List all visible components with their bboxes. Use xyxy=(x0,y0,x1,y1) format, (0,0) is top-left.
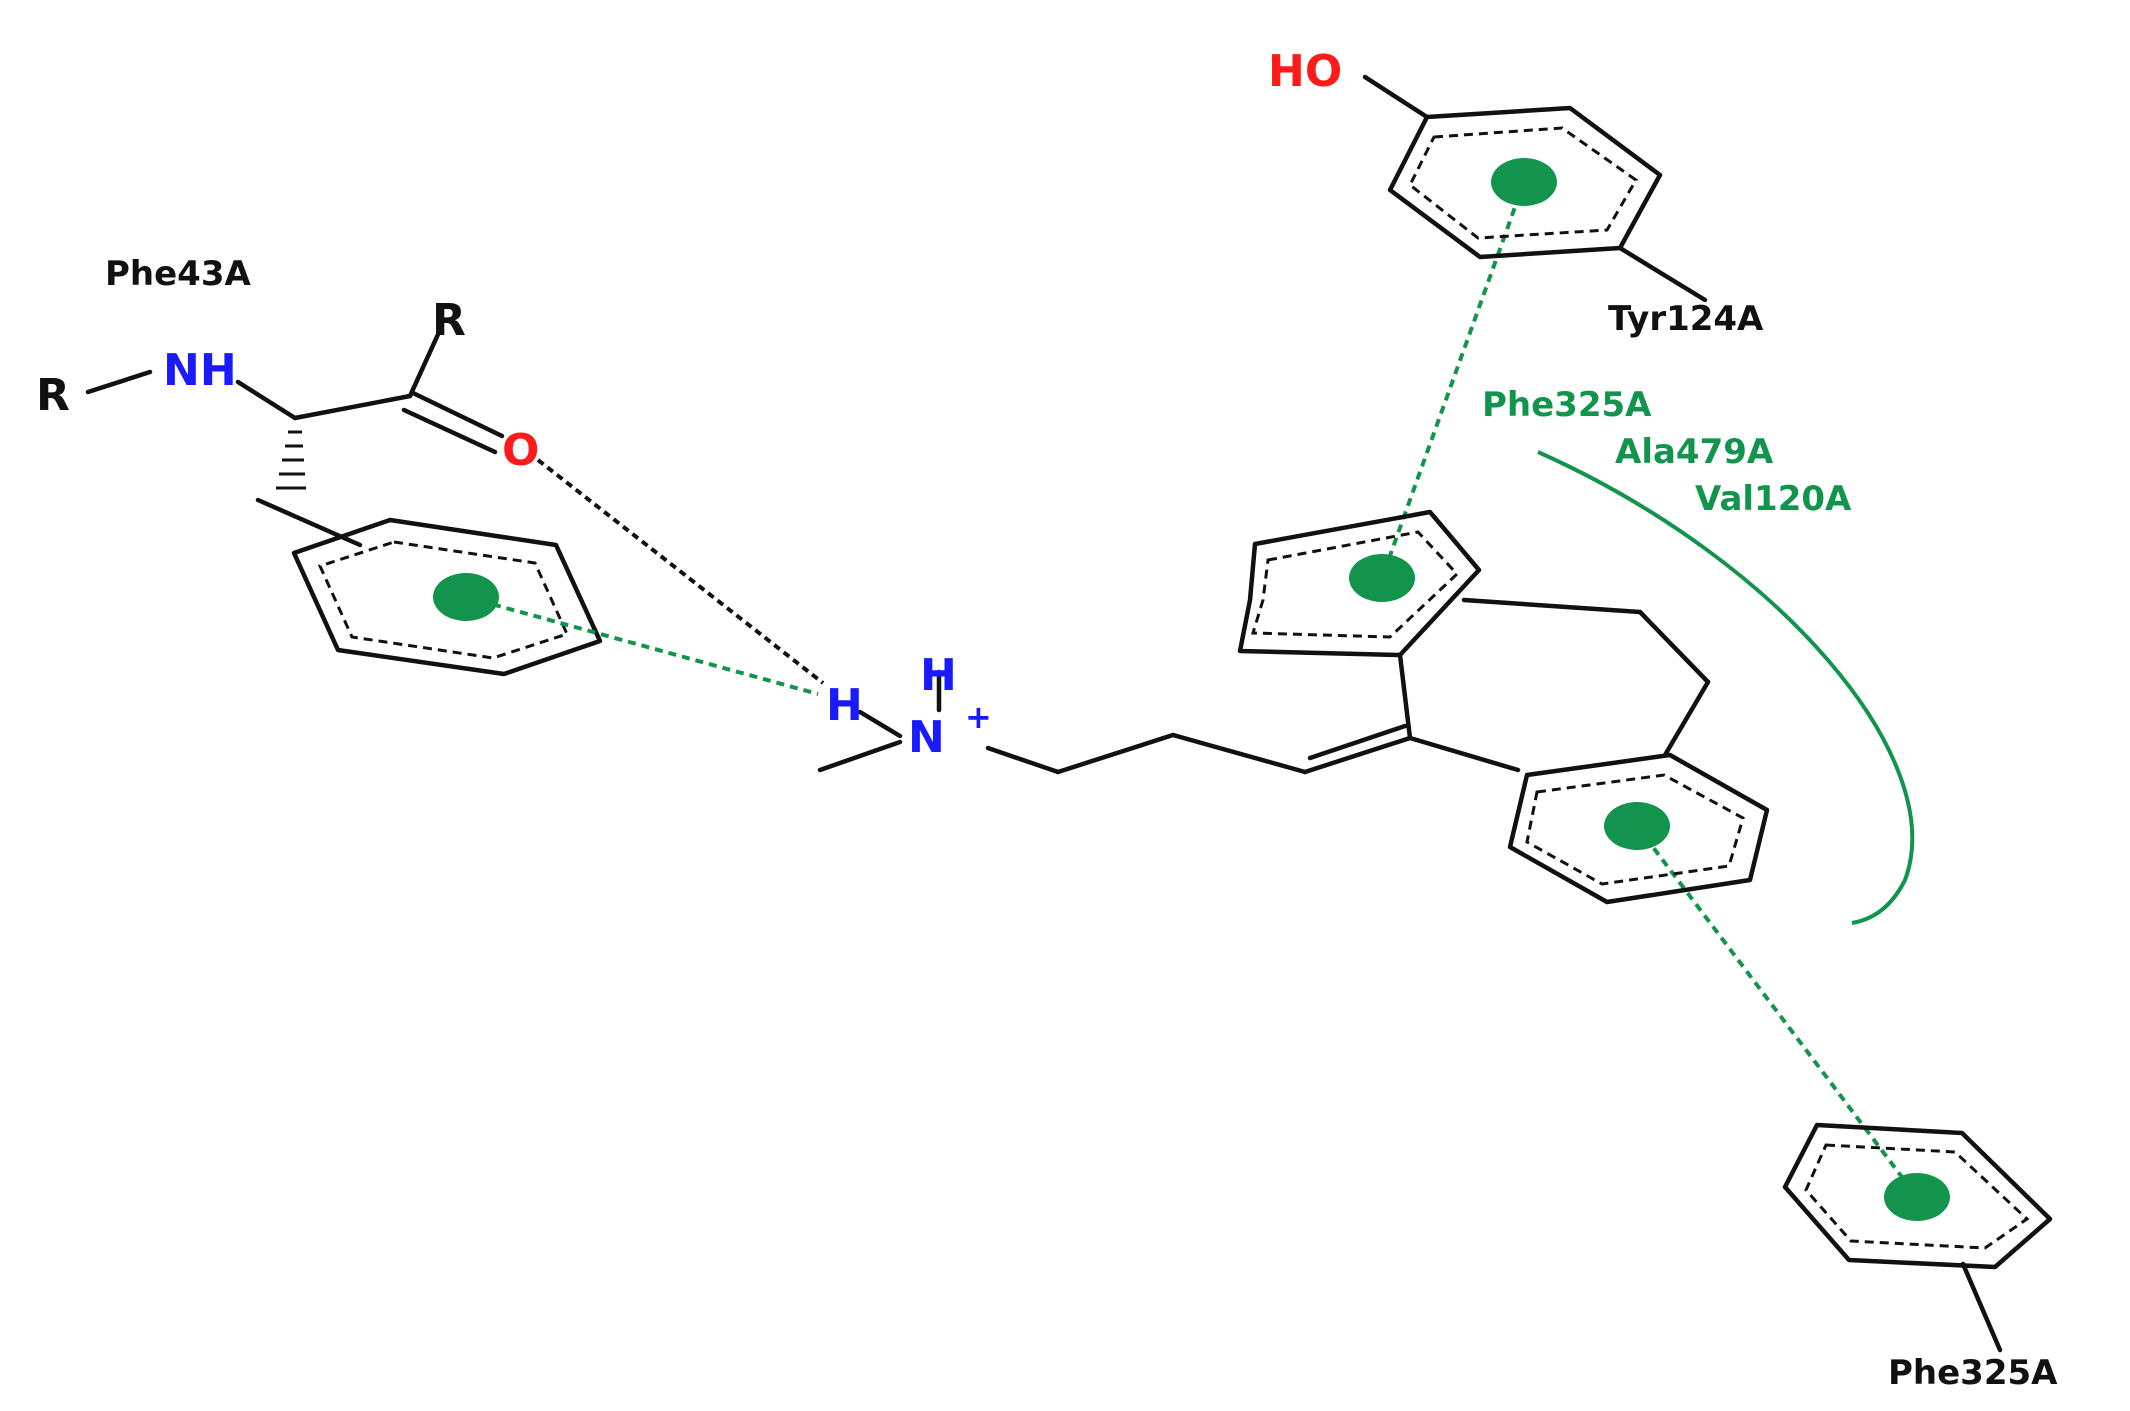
hydrophobic-contact-arc xyxy=(1537,450,1915,925)
pi-pi-tyr124 xyxy=(1380,181,1526,579)
tyr124-residue: HO Tyr124A xyxy=(1268,46,1764,339)
c-ring-b-bond xyxy=(1407,735,1521,773)
phe325-hydrophobic-label: Phe325A xyxy=(1482,385,1652,425)
alkene-bond-2 xyxy=(1307,723,1408,761)
cbeta-ring-bond xyxy=(255,497,363,548)
pi-cation-phe43 xyxy=(465,595,819,696)
n-chain-bond xyxy=(985,745,1061,775)
ammonium-h-top-label: H xyxy=(920,650,957,701)
val120-hydrophobic-label: Val120A xyxy=(1695,479,1852,519)
bridge-bond-3 xyxy=(1662,679,1711,758)
tyr124-aromatic-circle xyxy=(1408,126,1638,240)
ligand-ring-a xyxy=(1237,509,1482,658)
ho-ring-bond xyxy=(1362,74,1430,120)
ligand-ring-b-centroid xyxy=(1604,802,1670,850)
carbonyl-double-bond-1 xyxy=(410,390,505,439)
nh-calpha-bond xyxy=(235,379,298,421)
ammonium-h-left-label: H xyxy=(826,680,863,731)
phe43-aromatic-circle xyxy=(317,540,570,660)
tyr124-label: Tyr124A xyxy=(1608,299,1764,339)
phe325-ring-centroid xyxy=(1884,1173,1950,1221)
ligand-ring-a-aromatic xyxy=(1250,530,1460,639)
phe43-benzene-ring xyxy=(291,517,603,677)
ligand-ring-b-aromatic xyxy=(1525,773,1745,886)
ligand-ring-b xyxy=(1507,752,1770,905)
ala479-hydrophobic-label: Ala479A xyxy=(1615,432,1774,472)
calpha-carbonyl-bond xyxy=(292,393,413,421)
alkene-bond-1 xyxy=(1302,735,1413,775)
tyr124-ring-centroid xyxy=(1491,158,1557,206)
phe325-backbone-stub xyxy=(1960,1261,2003,1353)
pi-pi-phe325 xyxy=(1635,824,1919,1199)
r-left-label: R xyxy=(36,370,70,421)
ammonium-n-label: N xyxy=(908,712,945,763)
phe325-bottom-label: Phe325A xyxy=(1888,1353,2058,1393)
chain-bond-3 xyxy=(1170,732,1308,775)
ligand-ring-a-centroid xyxy=(1349,554,1415,602)
r-nh-bond xyxy=(85,369,153,395)
ammonium-charge-label: + xyxy=(965,698,992,736)
methyl-n-bond xyxy=(817,739,903,773)
ligand: H H N + xyxy=(817,509,1770,905)
nh-label: NH xyxy=(163,345,237,396)
hydrogen-bond-o-h xyxy=(536,458,825,685)
h-n-bond xyxy=(857,709,903,739)
carbonyl-r-bond xyxy=(407,327,443,399)
bridge-bond-2 xyxy=(1637,609,1711,685)
carbonyl-double-bond-2 xyxy=(401,407,498,455)
tyr124-backbone-stub xyxy=(1617,245,1708,303)
phe43-residue: Phe43A R R NH O xyxy=(36,254,603,677)
carbonyl-o-label: O xyxy=(502,425,539,476)
phe325-benzene-ring xyxy=(1782,1122,2053,1270)
chain-bond-2 xyxy=(1055,732,1176,775)
phe43-label: Phe43A xyxy=(105,254,251,294)
phe325-aromatic-circle xyxy=(1804,1143,2030,1250)
c-ring-a-bond xyxy=(1397,652,1413,741)
r-top-label: R xyxy=(432,295,466,346)
phe325-residue: Phe325A xyxy=(1782,1122,2058,1393)
stereo-hashed-bond xyxy=(276,430,306,490)
bridge-bond-1 xyxy=(1461,597,1643,615)
hydroxyl-label: HO xyxy=(1268,46,1342,97)
